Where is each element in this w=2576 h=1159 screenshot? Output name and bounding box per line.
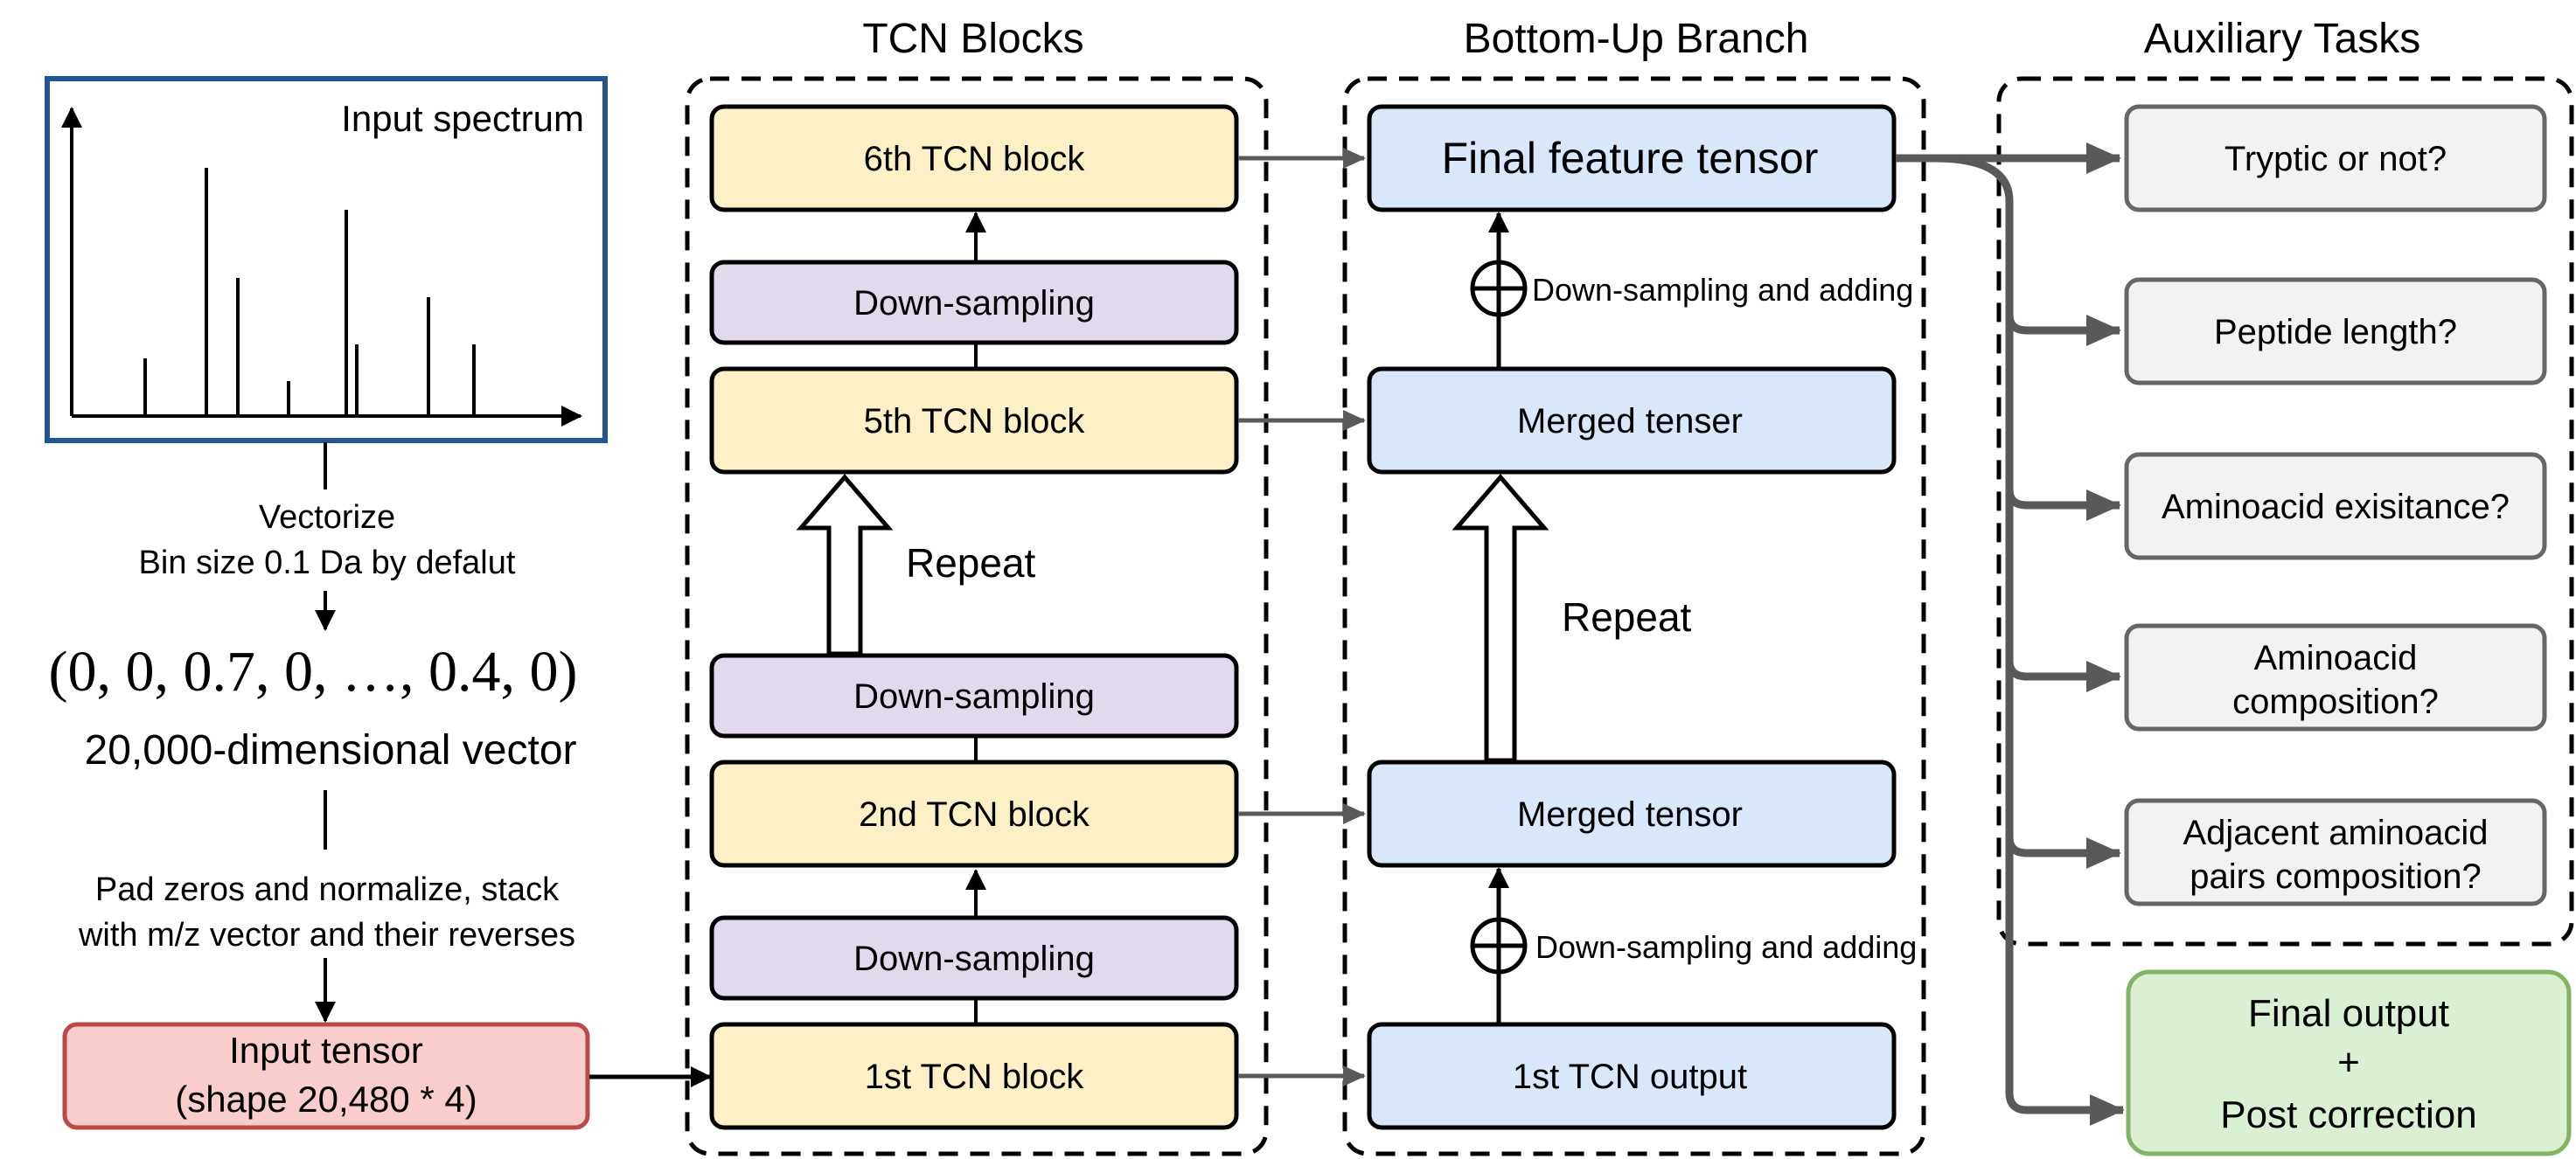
tcn-block-6: 6th TCN block (709, 104, 1239, 212)
aux-tryptic-label: Tryptic or not? (2224, 140, 2447, 178)
merged-tenser-box: Merged tenser (1367, 366, 1897, 475)
final-output-plus: + (2337, 1041, 2360, 1084)
arrow-to-existence (2005, 489, 2121, 521)
aux-pairs-box: Adjacent aminoacid pairs composition? (2124, 798, 2547, 906)
final-output-label: Final output (2248, 992, 2449, 1035)
aux-existence-label: Aminoacid exisitance? (2162, 488, 2510, 526)
tcn-block-1-label: 1st TCN block (865, 1058, 1084, 1096)
auxiliary-tasks-group (1996, 76, 2574, 947)
aux-length-label: Peptide length? (2214, 313, 2457, 351)
tcn-block-6-label: 6th TCN block (864, 140, 1086, 178)
fan-out-connectors (1896, 142, 2125, 1126)
add-top-icon (1470, 260, 1528, 317)
aux-composition-box: Aminoacid composition? (2124, 623, 2547, 732)
pad-normalize-label: Pad zeros and normalize, stack (95, 871, 560, 908)
downsampling-mid: Down-sampling (709, 653, 1239, 739)
spectrum-peaks (143, 168, 476, 416)
input-spectrum-label: Input spectrum (341, 98, 584, 139)
auxiliary-tasks-title: Auxiliary Tasks (2144, 16, 2421, 62)
aux-pairs-label-1: Adjacent aminoacid (2183, 814, 2488, 852)
first-tcn-output-label: 1st TCN output (1513, 1058, 1747, 1096)
downsampling-bottom-label: Down-sampling (853, 940, 1095, 978)
bottom-up-branch-group (1342, 76, 1926, 1156)
input-tensor-label: Input tensor (229, 1030, 423, 1071)
aux-pairs-label-2: pairs composition? (2190, 857, 2482, 896)
arrow-to-composition (2005, 660, 2121, 692)
vectorize-label: Vectorize (259, 499, 395, 536)
final-feature-tensor-label: Final feature tensor (1442, 134, 1819, 183)
tcn-repeat-hollow-arrow (796, 474, 894, 656)
add-bottom-label: Down-sampling and adding (1535, 929, 1917, 965)
arrow-to-pairs (2005, 836, 2121, 869)
downsampling-mid-label: Down-sampling (853, 677, 1095, 716)
tcn-block-2: 2nd TCN block (709, 760, 1239, 868)
final-feature-tensor-box: Final feature tensor (1367, 104, 1897, 212)
tcn-block-1: 1st TCN block (709, 1022, 1239, 1130)
input-spectrum-panel: Input spectrum (45, 76, 608, 443)
add-bottom-icon (1470, 917, 1528, 975)
merged-tensor-label: Merged tensor (1517, 795, 1743, 834)
vertical-bus (1933, 154, 2028, 1114)
tcn-repeat-label: Repeat (906, 540, 1036, 586)
first-tcn-output-box: 1st TCN output (1367, 1022, 1897, 1130)
tcn-blocks-title: TCN Blocks (862, 16, 1083, 62)
stack-mz-label: with m/z vector and their reverses (78, 917, 575, 954)
input-tensor-shape: (shape 20,480 * 4) (175, 1079, 477, 1120)
tcn-blocks-group (685, 76, 1269, 1156)
merged-tensor-box: Merged tensor (1367, 760, 1897, 868)
aux-length-box: Peptide length? (2124, 277, 2547, 385)
downsampling-top-label: Down-sampling (853, 284, 1095, 323)
downsampling-top: Down-sampling (709, 260, 1239, 345)
spectrum-frame (45, 76, 608, 443)
bottom-up-repeat-hollow-arrow (1452, 474, 1549, 763)
final-output-box: Final output + Post correction (2126, 969, 2572, 1156)
bin-size-label: Bin size 0.1 Da by defalut (139, 545, 516, 581)
bottom-up-repeat-label: Repeat (1562, 594, 1692, 640)
vector-dimension-caption: 20,000-dimensional vector (85, 727, 577, 774)
tcn-block-5-label: 5th TCN block (864, 402, 1086, 441)
aux-tryptic-box: Tryptic or not? (2124, 104, 2547, 212)
aux-composition-label-2: composition? (2232, 683, 2439, 721)
arrow-to-length (2005, 314, 2121, 346)
tcn-block-2-label: 2nd TCN block (859, 795, 1090, 834)
bottom-up-branch-title: Bottom-Up Branch (1464, 16, 1809, 62)
vector-expression: (0, 0, 0.7, 0, …, 0.4, 0) (49, 640, 578, 704)
add-top-label: Down-sampling and adding (1532, 272, 1913, 308)
aux-existence-box: Aminoacid exisitance? (2124, 452, 2547, 560)
tcn-block-5: 5th TCN block (709, 366, 1239, 475)
post-correction-label: Post correction (2220, 1093, 2476, 1136)
merged-tenser-label: Merged tenser (1517, 402, 1743, 441)
downsampling-bottom: Down-sampling (709, 915, 1239, 1001)
aux-composition-label-1: Aminoacid (2254, 639, 2418, 677)
input-tensor-box: Input tensor (shape 20,480 * 4) (62, 1022, 590, 1130)
